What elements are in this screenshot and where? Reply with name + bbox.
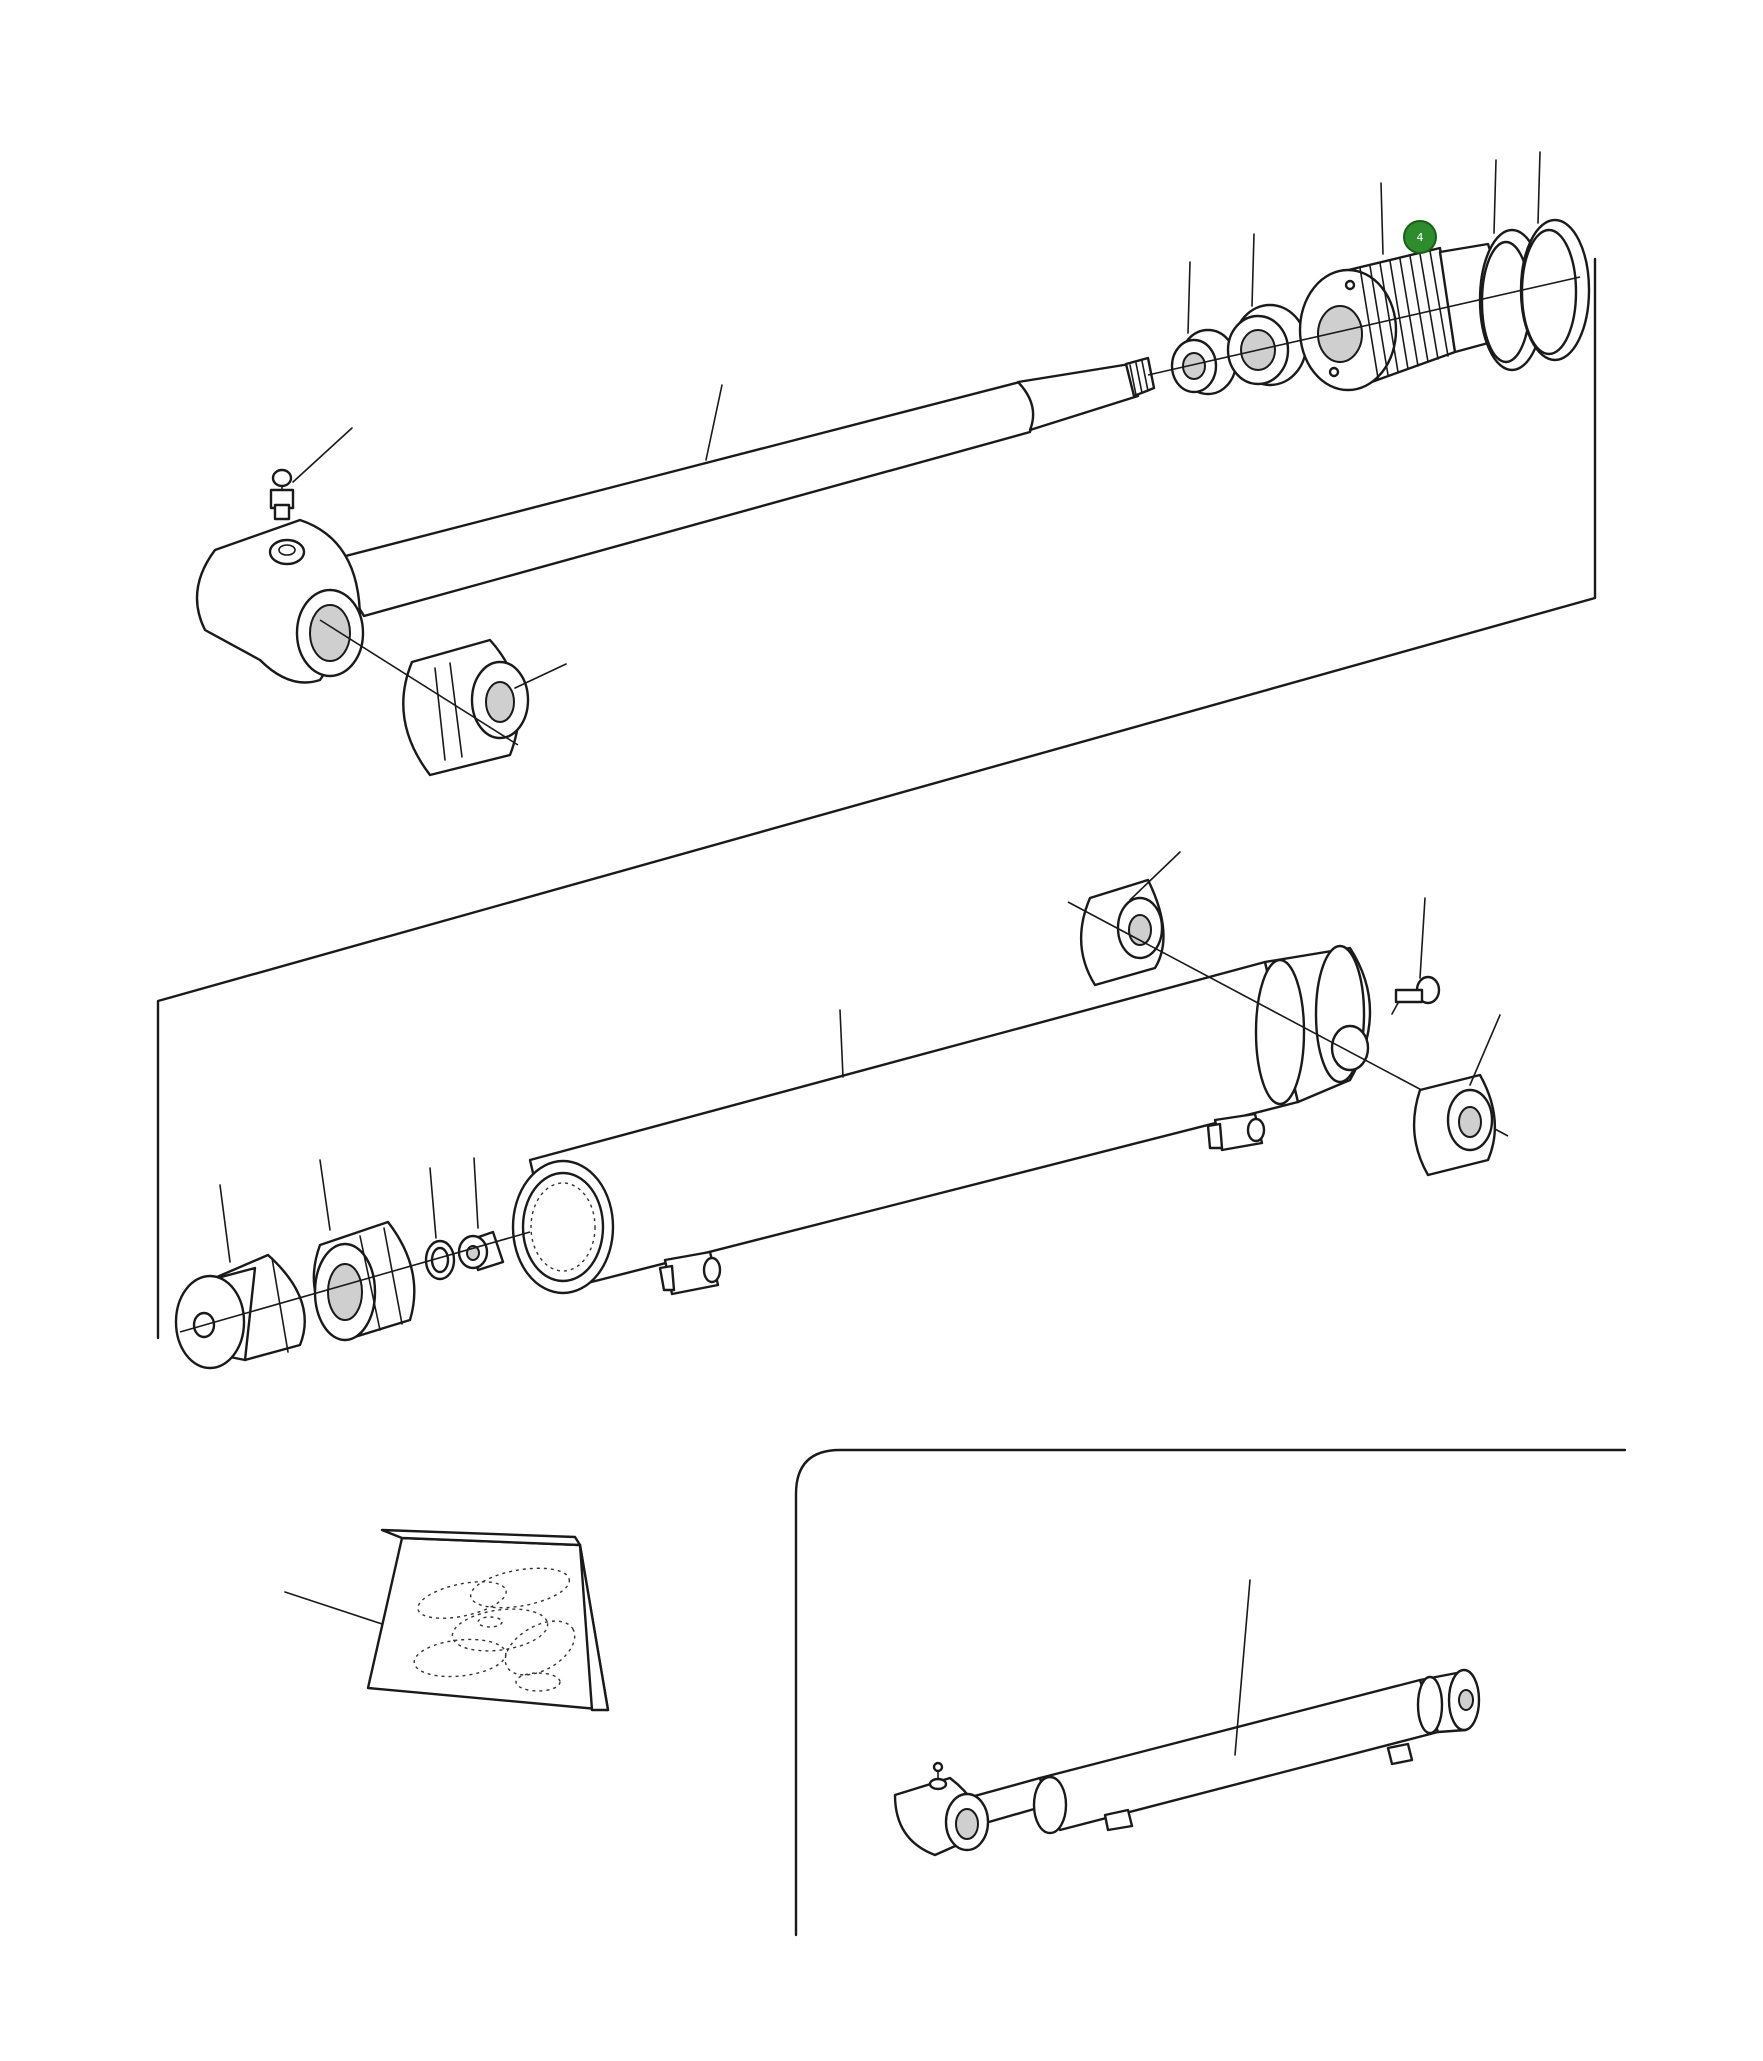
cylinder-tube	[511, 944, 1372, 1295]
leader-line	[429, 1167, 437, 1239]
leader-line	[1419, 897, 1426, 979]
leader-line	[705, 384, 723, 461]
hydraulic-port-front	[658, 1250, 722, 1296]
inset-frame	[794, 1448, 1627, 1937]
leader-line	[319, 1159, 331, 1231]
gland	[312, 1220, 416, 1342]
cylinder-end-cap	[174, 1253, 306, 1370]
center-line	[1147, 276, 1581, 376]
leader-line	[1251, 233, 1255, 307]
leader-line	[1493, 159, 1497, 234]
leader-line	[219, 1184, 231, 1263]
assembly-frame	[156, 257, 1597, 1340]
leader-line	[839, 1009, 844, 1078]
leader-line	[1234, 1579, 1251, 1756]
complete-cylinder-inset	[893, 1668, 1481, 1857]
leader-line	[473, 1157, 479, 1229]
bushing-rear-upper	[1080, 878, 1165, 987]
leader-line	[1469, 1014, 1501, 1086]
backup-ring	[1519, 218, 1591, 362]
hotspot-label[interactable]: 4	[1417, 231, 1424, 244]
leader-line	[1129, 851, 1181, 901]
hydraulic-port-rear	[1206, 1112, 1266, 1152]
leader-line	[292, 427, 353, 483]
center-line	[319, 619, 519, 746]
piston-head	[1298, 242, 1499, 392]
grease-nipple-icon	[1391, 975, 1441, 1015]
hotspot-item-4[interactable]: 4	[1403, 220, 1437, 254]
rod-eye	[195, 518, 365, 684]
leader-line	[1187, 261, 1191, 334]
leader-line	[514, 663, 567, 689]
leader-line	[284, 1591, 383, 1625]
kit-packet-icon	[366, 1528, 610, 1712]
center-line	[179, 1231, 531, 1333]
piston-seal	[1226, 303, 1308, 387]
hotspot-marker[interactable]	[1403, 220, 1437, 254]
grease-nipple-icon	[269, 468, 295, 521]
piston-rod	[328, 356, 1156, 618]
leader-line	[1380, 182, 1384, 255]
bushing-upper	[402, 638, 530, 777]
bushing-rear-lower	[1412, 1073, 1497, 1177]
leader-line	[1537, 151, 1541, 224]
